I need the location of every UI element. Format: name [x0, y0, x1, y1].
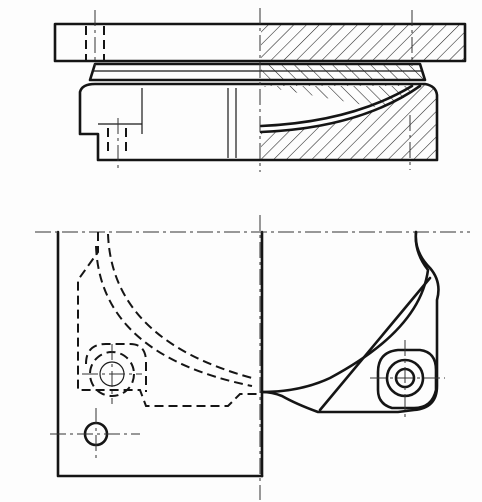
- plan-web-line: [318, 276, 432, 412]
- seat-curve-upper: [259, 84, 414, 128]
- seat-curve-lower: [259, 84, 422, 134]
- hidden-boss-left: [85, 343, 147, 392]
- hidden-outline-left: [77, 232, 262, 407]
- bearing-disk-hatch: [261, 65, 424, 79]
- top-plate-hatch: [261, 25, 464, 60]
- plan-outline-right: [260, 230, 440, 414]
- plan-outline-left: [56, 230, 264, 478]
- elevation-view: [53, 8, 467, 172]
- plan-seat-curve: [260, 230, 430, 394]
- right-boss: [376, 348, 438, 410]
- plan-view: [35, 215, 470, 500]
- base-block: [78, 82, 439, 162]
- hidden-arc-outer: [107, 233, 253, 379]
- hidden-arc-inner: [95, 245, 253, 387]
- bearing-disk: [88, 62, 427, 82]
